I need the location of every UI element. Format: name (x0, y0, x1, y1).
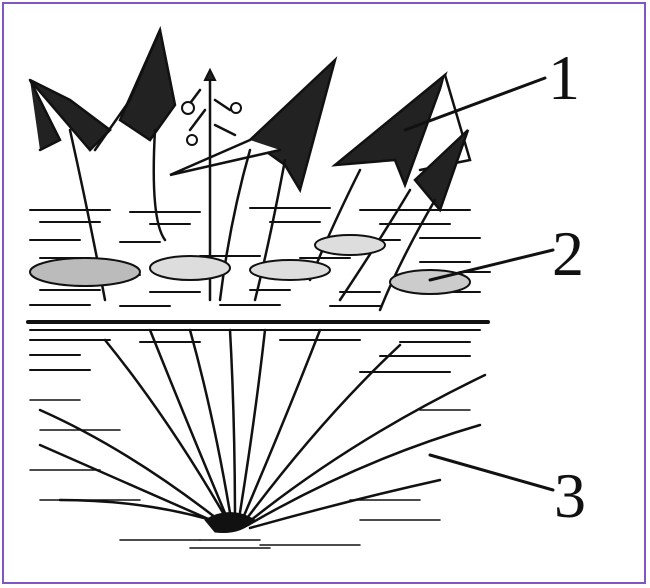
leader-line-2 (430, 250, 553, 280)
floating-leaves (30, 235, 470, 294)
arrowhead-leaves (30, 30, 470, 210)
label-3: 3 (554, 464, 586, 528)
leader-line-3 (430, 455, 553, 490)
submerged-leaves (40, 330, 485, 528)
label-2: 2 (552, 222, 584, 286)
label-1: 1 (548, 46, 580, 110)
